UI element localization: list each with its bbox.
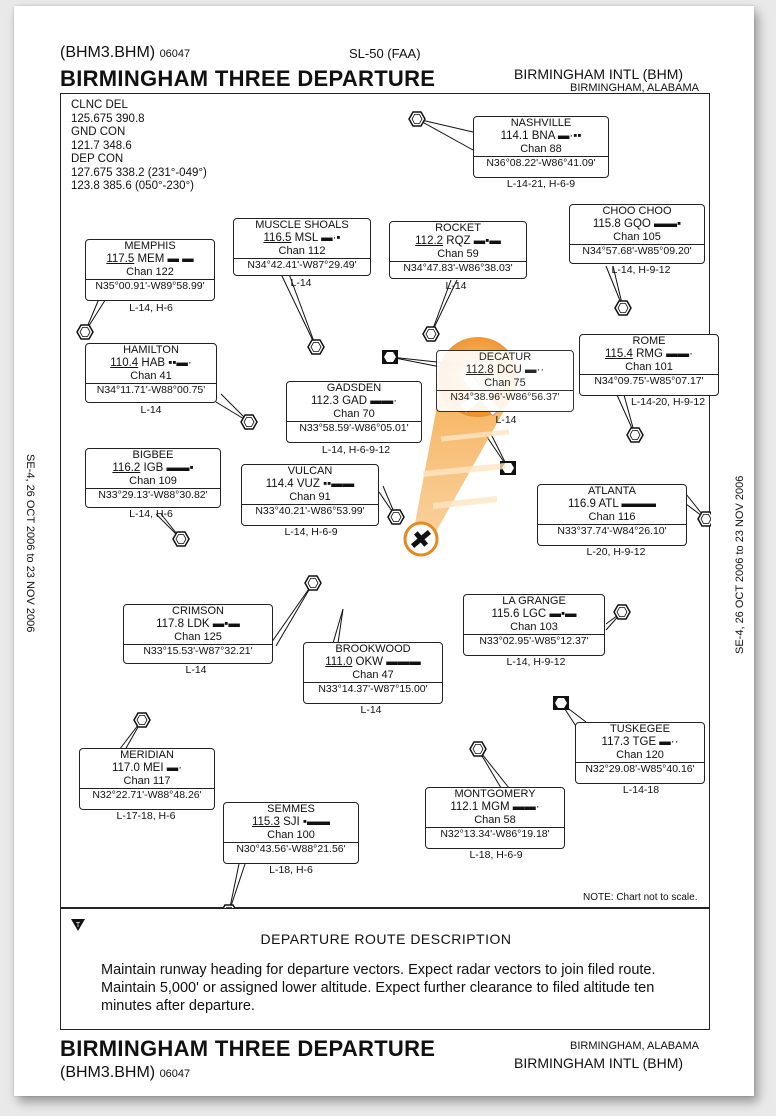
airway-tuskegee: L-14-18 — [622, 784, 660, 796]
chart-series: SL-50 (FAA) — [349, 46, 421, 61]
side-date-right: SE-4, 26 OCT 2006 to 23 NOV 2006 — [734, 475, 746, 654]
navaid-box-bigbee: BIGBEE 116.2 IGB ▬▬▪ Chan 109 N33°29.13'… — [85, 448, 221, 508]
clnc-label: CLNC DEL — [71, 99, 128, 111]
airway-la-grange: L-14, H-9-12 — [506, 656, 566, 668]
description-body: Maintain runway heading for departure ve… — [101, 962, 656, 1014]
dep-freq-1: 127.675 338.2 (231°-049°) — [71, 166, 207, 179]
gnd-freq: 121.7 348.6 — [71, 139, 132, 152]
airway-decatur: L-14 — [495, 414, 517, 426]
airway-muscle-shoals: L-14 — [290, 277, 312, 289]
footer-city: BIRMINGHAM, ALABAMA — [570, 1040, 699, 1052]
airway-bigbee: L-14, H-6 — [129, 508, 173, 520]
navaid-box-la-grange: LA GRANGE 115.6 LGC ▬▪▬ Chan 103 N33°02.… — [463, 594, 605, 656]
navaid-box-muscle-shoals: MUSCLE SHOALS 116.5 MSL ▬·▪ Chan 112 N34… — [233, 218, 371, 276]
airway-gadsden: L-14, H-6-9-12 — [321, 444, 391, 456]
navaid-box-semmes: SEMMES 115.3 SJI ▪▬▬ Chan 100 N30°43.56'… — [223, 802, 359, 864]
svg-text:T: T — [76, 922, 81, 929]
navaid-box-vulcan: VULCAN 114.4 VUZ ▪▪▬▬ Chan 91 N33°40.21'… — [241, 464, 379, 526]
plan-view: CLNC DEL 125.675 390.8 GND CON 121.7 348… — [60, 93, 719, 909]
gnd-label: GND CON — [71, 126, 126, 138]
airway-rome: L-14-20, H-9-12 — [630, 396, 706, 408]
airway-atlanta: L-20, H-9-12 — [586, 546, 646, 558]
airway-rocket: L-14 — [445, 280, 467, 292]
navaid-box-gadsden: GADSDEN 112.3 GAD ▬▬· Chan 70 N33°58.59'… — [286, 381, 422, 443]
navaid-box-decatur: DECATUR 112.8 DCU ▬·· Chan 75 N34°38.96'… — [436, 350, 574, 412]
airway-meridian: L-17-18, H-6 — [116, 810, 176, 822]
clnc-freq: 125.675 390.8 — [71, 112, 145, 125]
chart-code: (BHM3.BHM) 06047 — [60, 44, 191, 61]
airway-montgomery: L-18, H-6-9 — [469, 849, 523, 861]
navaid-box-nashville: NASHVILLE 114.1 BNA ▬·▪▪ Chan 88 N36°08.… — [473, 116, 609, 178]
navaid-box-choo-choo: CHOO CHOO 115.8 GQO ▬▬▪ Chan 105 N34°57.… — [569, 204, 705, 264]
description-heading: DEPARTURE ROUTE DESCRIPTION — [260, 931, 512, 947]
side-date-left: SE-4, 26 OCT 2006 to 23 NOV 2006 — [24, 454, 36, 633]
airport-symbol — [403, 521, 439, 557]
footer-title: BIRMINGHAM THREE DEPARTURE — [60, 1036, 436, 1061]
navaid-box-brookwood: BROOKWOOD 111.0 OKW ▬▬▬ Chan 47 N33°14.3… — [303, 642, 443, 704]
not-to-scale-note: NOTE: Chart not to scale. — [583, 892, 698, 903]
airport-name: BIRMINGHAM INTL (BHM) — [514, 66, 684, 82]
navaid-box-rocket: ROCKET 112.2 RQZ ▬▪▬ Chan 59 N34°47.83'-… — [389, 221, 527, 279]
navaid-box-atlanta: ATLANTA 116.9 ATL ▬▬▬ Chan 116 N33°37.74… — [537, 484, 687, 546]
footer-airport: BIRMINGHAM INTL (BHM) — [514, 1055, 684, 1071]
navaid-box-montgomery: MONTGOMERY 112.1 MGM ▬▬· Chan 58 N32°13.… — [425, 787, 565, 849]
airway-crimson: L-14 — [185, 664, 207, 676]
inverted-triangle-icon: T — [71, 919, 85, 931]
navaid-box-tuskegee: TUSKEGEE 117.3 TGE ▬·· Chan 120 N32°29.0… — [575, 722, 705, 784]
airway-vulcan: L-14, H-6-9 — [284, 526, 338, 538]
chart-title: BIRMINGHAM THREE DEPARTURE — [60, 66, 436, 91]
footer-code: (BHM3.BHM) 06047 — [60, 1064, 191, 1081]
navaid-box-crimson: CRIMSON 117.8 LDK ▬▪▬ Chan 125 N33°15.53… — [123, 604, 273, 664]
airway-memphis: L-14, H-6 — [129, 302, 173, 314]
dep-freq-2: 123.8 385.6 (050°-230°) — [71, 180, 195, 192]
route-description-panel: T DEPARTURE ROUTE DESCRIPTION Maintain r… — [60, 908, 710, 1030]
airway-hamilton: L-14 — [140, 404, 162, 416]
airport-city: BIRMINGHAM, ALABAMA — [570, 82, 699, 94]
chart-page: (BHM3.BHM) 06047 SL-50 (FAA) BIRMINGHAM … — [14, 6, 754, 1096]
dep-label: DEP CON — [71, 153, 124, 165]
comm-frequencies: CLNC DEL 125.675 390.8 GND CON 121.7 348… — [71, 99, 207, 194]
navaid-box-meridian: MERIDIAN 117.0 MEI ▬· Chan 117 N32°22.71… — [79, 748, 215, 810]
airway-nashville: L-14-21, H-6-9 — [506, 178, 576, 190]
navaid-box-memphis: MEMPHIS 117.5 MEM ▬ ▬ Chan 122 N35°00.91… — [85, 239, 215, 301]
navaid-box-rome: ROME 115.4 RMG ▬▬· Chan 101 N34°09.75'-W… — [579, 334, 719, 396]
navaid-box-hamilton: HAMILTON 110.4 HAB ▪▪▬· Chan 41 N34°11.7… — [85, 343, 217, 403]
airway-brookwood: L-14 — [360, 704, 382, 716]
airway-choo-choo: L-14, H-9-12 — [611, 264, 671, 276]
airway-semmes: L-18, H-6 — [269, 864, 313, 876]
